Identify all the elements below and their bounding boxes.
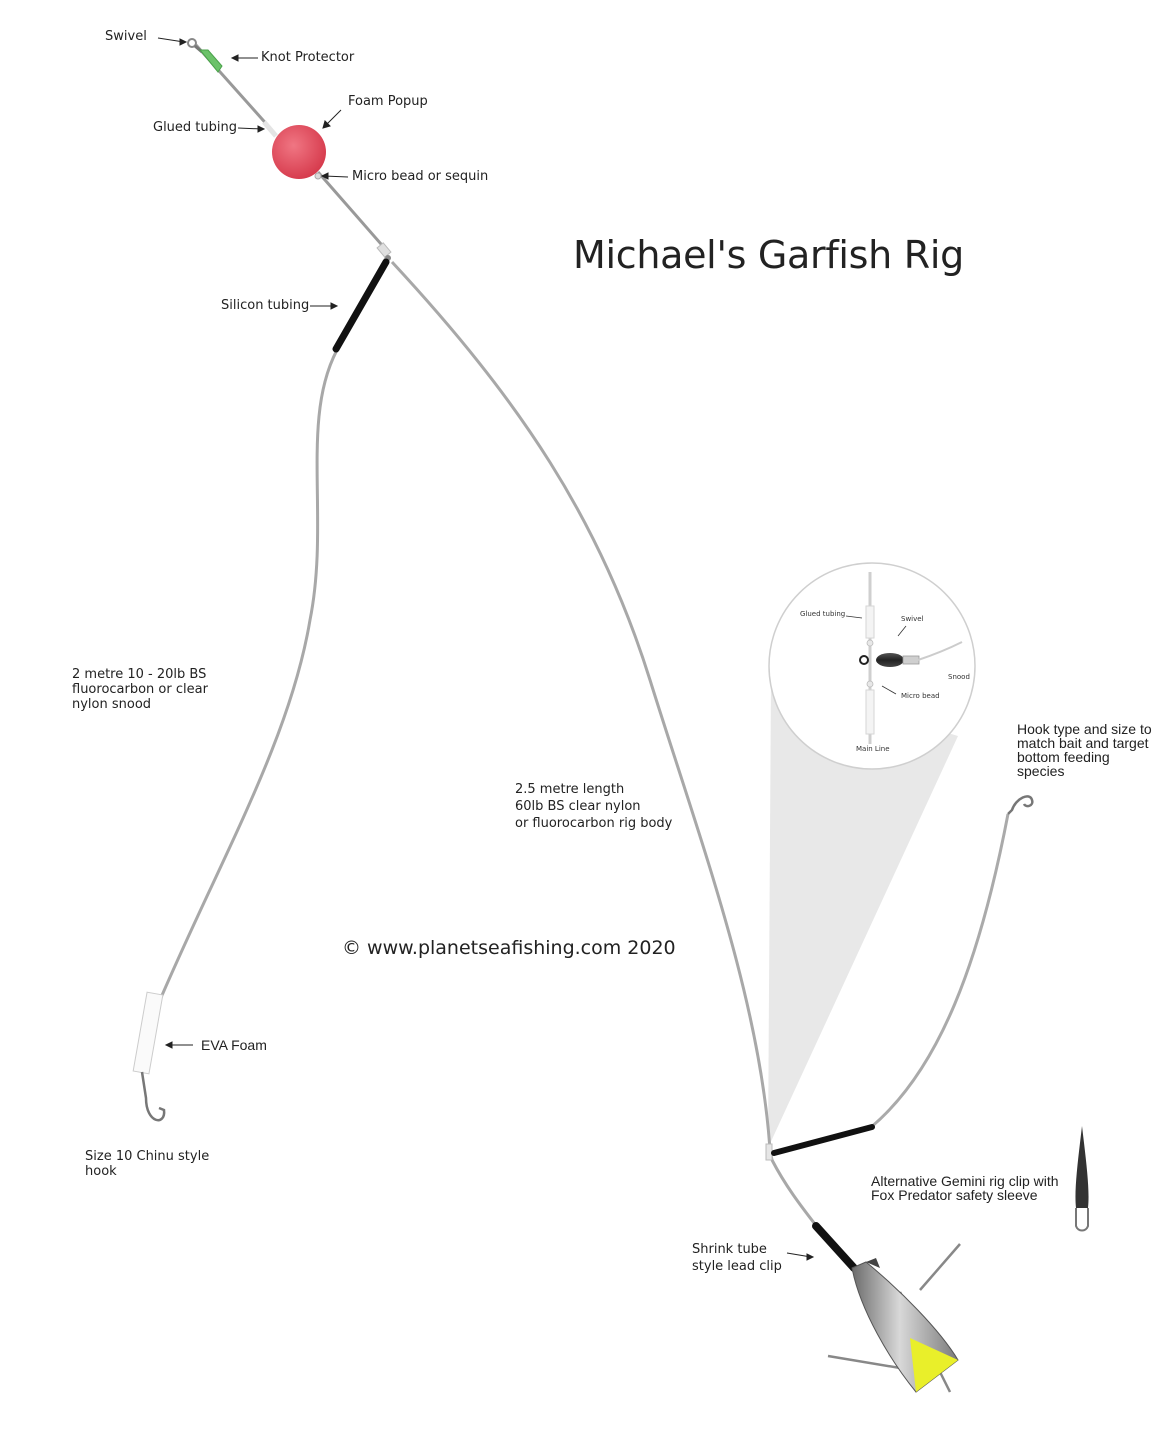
junction-swivel-icon: [376, 242, 392, 261]
rig-body-line: [390, 260, 774, 1161]
inset-label-micro-bead: Micro bead: [901, 692, 940, 700]
label-silicon-tubing: Silicon tubing: [221, 298, 310, 313]
glued-tubing-icon: [262, 120, 278, 138]
gemini-rig-clip-icon: [1075, 1126, 1089, 1232]
silicon-tubing-icon: [332, 258, 390, 353]
copyright-text: © www.planetseafishing.com 2020: [342, 937, 676, 959]
lower-junction-icon: [765, 1143, 773, 1161]
zoom-cone: [768, 680, 958, 1148]
snood-line: [158, 257, 388, 1001]
lead-link-line: [770, 1159, 820, 1229]
label-hook-type: Hook type and size to match bait and tar…: [1017, 721, 1152, 779]
label-glued-tubing: Glued tubing: [153, 120, 237, 135]
label-shrink-tube: Shrink tube style lead clip: [692, 1242, 782, 1274]
hook-icon: [1007, 795, 1034, 815]
inset-label-snood: Snood: [948, 673, 970, 681]
grip-lead-icon: [827, 1243, 961, 1393]
label-gemini-clip: Alternative Gemini rig clip with Fox Pre…: [871, 1173, 1059, 1203]
label-knot-protector: Knot Protector: [261, 50, 355, 65]
chinu-hook-icon: [140, 1071, 166, 1122]
label-eva-foam: EVA Foam: [201, 1037, 267, 1053]
label-chinu-hook: Size 10 Chinu style hook: [85, 1149, 210, 1179]
eva-foam-icon: [132, 991, 164, 1075]
inset-label-glued-tubing: Glued tubing: [800, 610, 845, 618]
micro-bead-icon: [314, 172, 322, 180]
hook-snood-line: [869, 813, 1010, 1130]
callout-arrows: [157, 37, 815, 1261]
detail-inset: Glued tubing Swivel Snood Micro bead Mai…: [768, 562, 976, 770]
inset-label-main-line: Main Line: [856, 745, 890, 753]
label-rig-body: 2.5 metre length 60lb BS clear nylon or …: [515, 782, 673, 831]
label-foam-popup: Foam Popup: [348, 94, 428, 109]
diagram-title: Michael's Garfish Rig: [573, 233, 964, 277]
inset-label-swivel: Swivel: [901, 615, 924, 623]
foam-popup-icon: [272, 125, 326, 179]
label-snood: 2 metre 10 - 20lb BS fluorocarbon or cle…: [72, 667, 208, 712]
label-swivel: Swivel: [105, 29, 147, 44]
shrink-tube-lead-clip-icon: [812, 1222, 858, 1272]
label-micro-bead: Micro bead or sequin: [352, 169, 489, 184]
knot-protector-icon: [198, 49, 223, 73]
snood-silicon-tubing-icon: [771, 1124, 875, 1156]
